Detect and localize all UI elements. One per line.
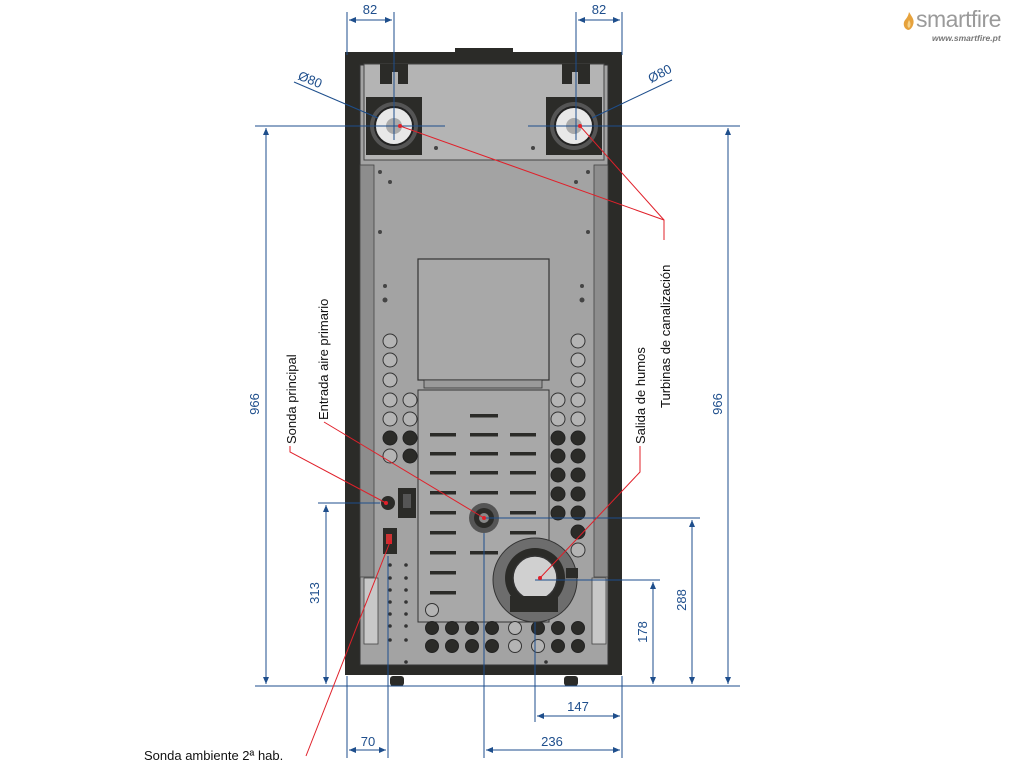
dim-probe-offset: 70 — [361, 734, 375, 749]
dim-diameter-left: Ø80 — [296, 68, 324, 91]
stove-body — [345, 48, 622, 675]
brand-logo: smartfire www.smartfire.pt — [900, 6, 1018, 46]
top-plate — [345, 52, 622, 64]
access-plate — [417, 258, 550, 381]
left-screw-column — [388, 563, 548, 664]
dim-top-right: 82 — [592, 2, 606, 17]
callout-leaders — [289, 125, 665, 757]
dim-inlet-height: 288 — [674, 589, 689, 611]
foot-right — [564, 676, 578, 686]
label-salida-humos: Salida de humos — [633, 347, 648, 444]
label-sonda-ambiente: Sonda ambiente 2ª hab. — [144, 748, 283, 763]
dim-top-left: 82 — [363, 2, 377, 17]
dim-inlet-offset: 236 — [541, 734, 563, 749]
side-open-holes — [382, 430, 586, 540]
dim-height-left: 966 — [247, 393, 262, 415]
label-sonda-principal: Sonda principal — [284, 354, 299, 444]
brand-name: smartfire — [916, 6, 1001, 32]
label-turbinas: Turbinas de canalización — [658, 265, 673, 408]
side-knockouts — [382, 333, 586, 427]
dim-diameter-right: Ø80 — [645, 61, 674, 86]
flame-icon — [903, 12, 914, 30]
dimension-lines — [255, 12, 740, 758]
label-entrada-aire: Entrada aire primario — [316, 299, 331, 420]
dim-probe-height: 313 — [307, 582, 322, 604]
dim-flue-offset: 147 — [567, 699, 589, 714]
dim-height-right: 966 — [710, 393, 725, 415]
brand-url: www.smartfire.pt — [932, 33, 1001, 43]
dim-flue-height: 178 — [635, 621, 650, 643]
foot-left — [390, 676, 404, 686]
